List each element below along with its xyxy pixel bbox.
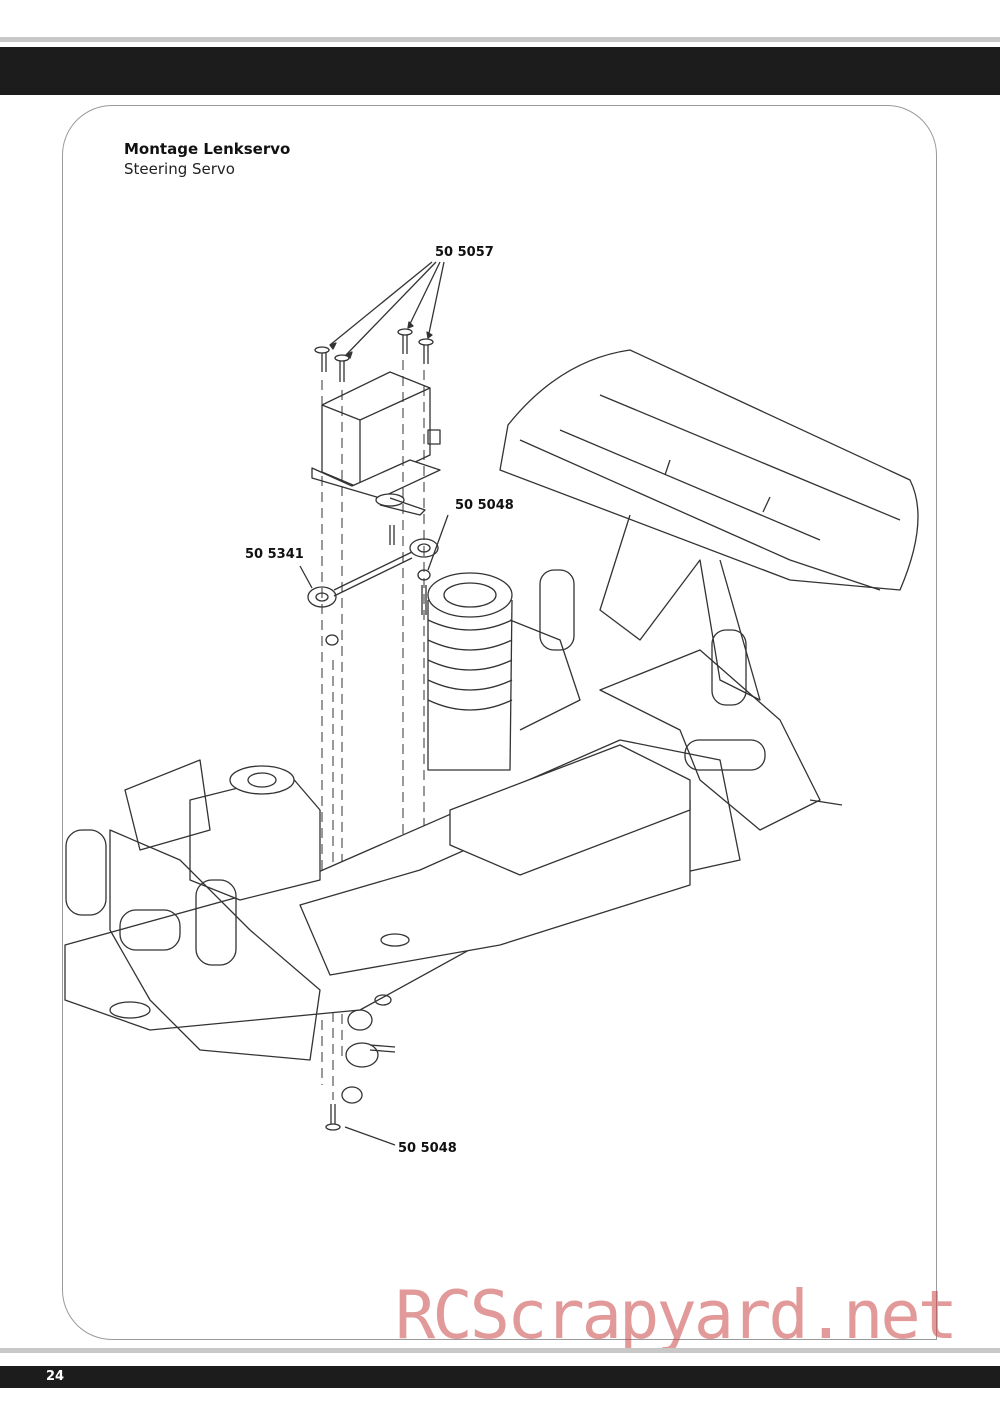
header-bar (0, 47, 1000, 95)
part-label-linkage: 50 5341 (245, 547, 304, 562)
servo-horn (375, 493, 426, 545)
footer-rule (0, 1348, 1000, 1353)
servo-body (311, 371, 441, 499)
leader-lines-top (329, 261, 445, 359)
section-subtitle: Steering Servo (124, 160, 235, 178)
engine (427, 572, 581, 771)
bottom-screw (325, 1104, 396, 1146)
section-title: Montage Lenkservo (124, 140, 291, 158)
front-suspension (65, 829, 396, 1104)
content-frame (62, 105, 937, 1340)
header-rule (0, 37, 1000, 42)
servo-screws (314, 328, 434, 382)
part-label-ball-stud: 50 5048 (455, 498, 514, 513)
watermark: RCScrapyard.net (395, 1276, 958, 1354)
rear-suspension (539, 569, 843, 831)
part-label-servo-screws: 50 5057 (435, 245, 494, 260)
footer-bar (0, 1366, 1000, 1388)
part-label-bottom-screw: 50 5048 (398, 1141, 457, 1156)
page-number: 24 (46, 1369, 65, 1384)
rear-wing (499, 349, 919, 701)
